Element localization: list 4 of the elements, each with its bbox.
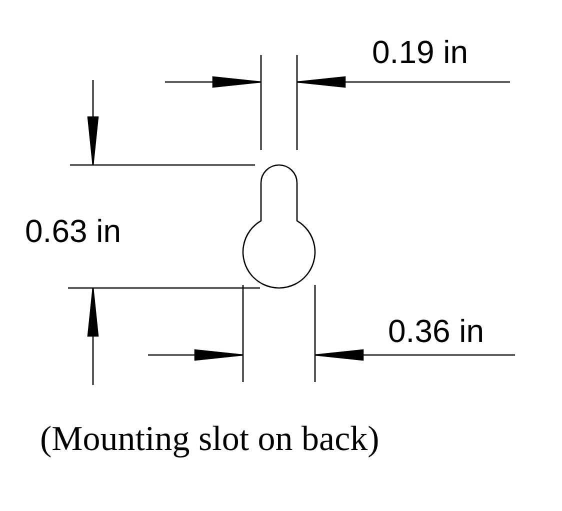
dimension-label: 0.36 in [388,313,484,349]
dimension-label: 0.19 in [372,34,468,70]
caption: (Mounting slot on back) [40,419,380,459]
dimension-label: 0.63 in [25,213,122,249]
